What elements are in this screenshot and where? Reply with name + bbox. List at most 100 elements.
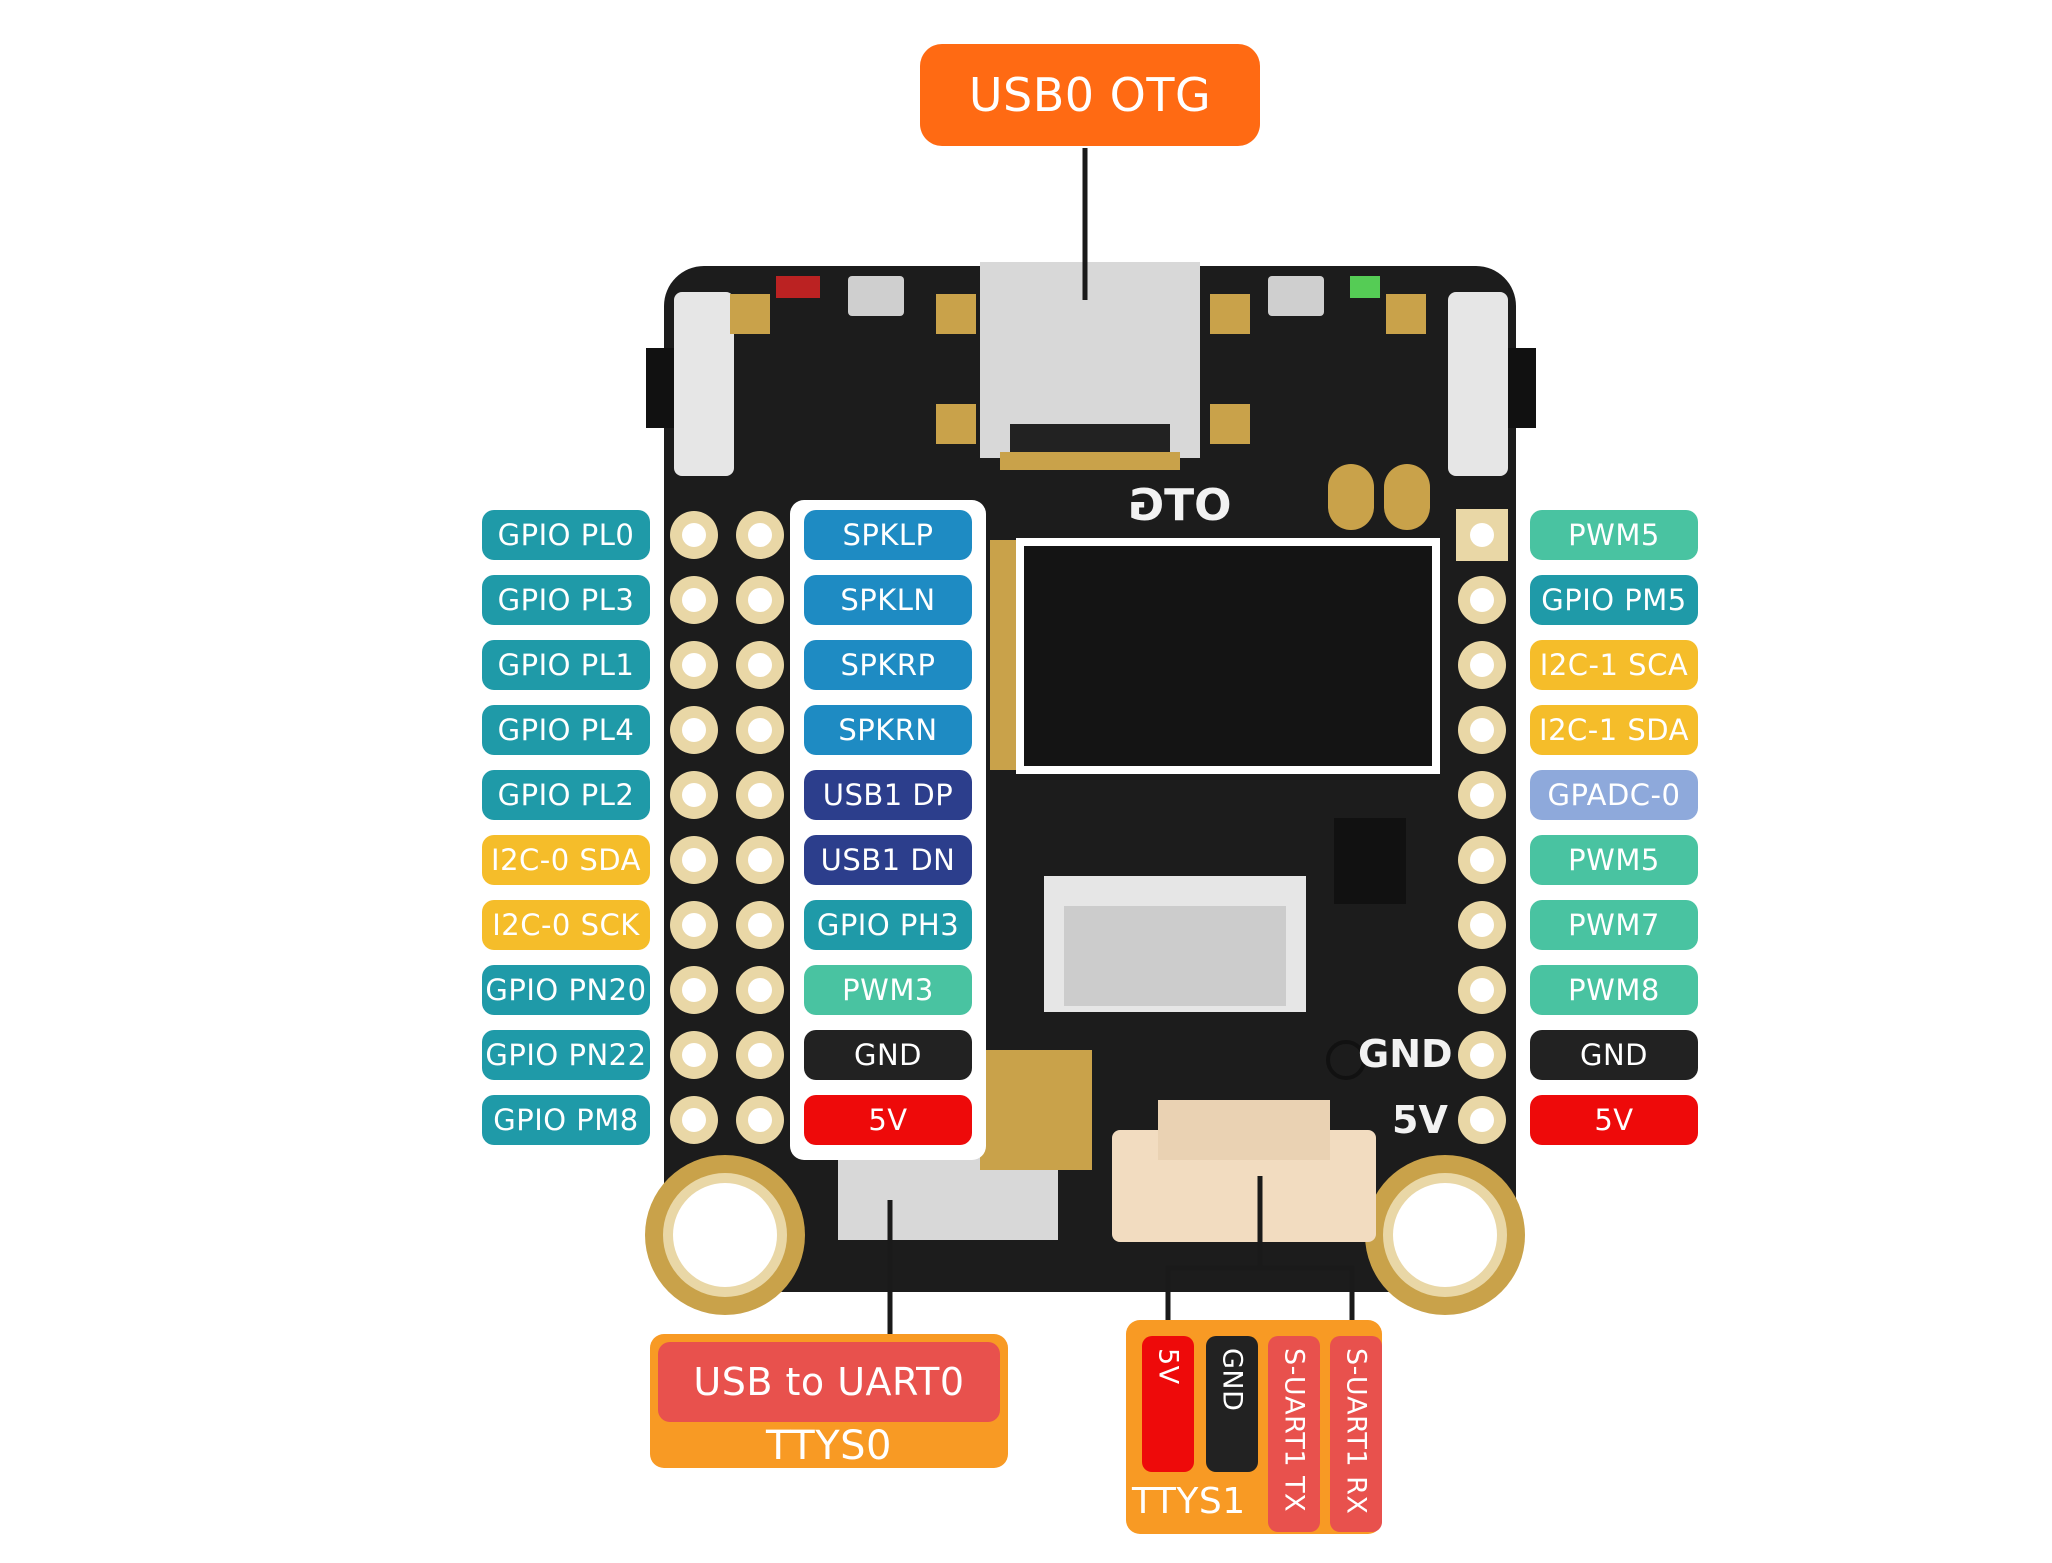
left_outer_labels-pin-label: I2C-0 SCK: [482, 900, 650, 950]
usb-c-top-opening: [1010, 424, 1170, 454]
ttys1-pin-3-label: S-UART1 TX: [1268, 1336, 1320, 1532]
callout-bracket-ttys1: [1165, 1265, 1355, 1322]
right_labels-pin-label: GND: [1530, 1030, 1698, 1080]
header-hole: [748, 978, 772, 1002]
right_labels-pin-label: PWM8: [1530, 965, 1698, 1015]
gold-strip: [990, 540, 1016, 770]
right_labels-pin-label: I2C-1 SDA: [1530, 705, 1698, 755]
oval-pad-1: [1328, 464, 1374, 530]
side-button-left: [674, 292, 734, 476]
gnd-marker-ring: [1326, 1040, 1366, 1080]
header-hole: [748, 848, 772, 872]
header-hole: [682, 783, 706, 807]
header-hole: [748, 523, 772, 547]
left_inner_labels-pin-label: SPKLN: [804, 575, 972, 625]
header-hole: [748, 588, 772, 612]
otg-silkscreen: OTG: [1128, 480, 1232, 531]
header-hole: [682, 1043, 706, 1067]
left_outer_labels-pin-label: GPIO PM8: [482, 1095, 650, 1145]
right_labels-pin-label: I2C-1 SCA: [1530, 640, 1698, 690]
mic-sensor-left: [848, 276, 904, 316]
header-hole: [682, 523, 706, 547]
gold-pad: [730, 294, 770, 334]
mic-sensor-right: [1268, 276, 1324, 316]
side-button-right: [1448, 292, 1508, 476]
header-hole: [1470, 1043, 1494, 1067]
header-hole: [748, 913, 772, 937]
right_labels-pin-label: 5V: [1530, 1095, 1698, 1145]
left_outer_labels-pin-label: GPIO PN20: [482, 965, 650, 1015]
header-hole: [1470, 1108, 1494, 1132]
led-green: [1350, 276, 1380, 298]
ttys1-pin-4-label: S-UART1 RX: [1330, 1336, 1382, 1532]
side-button-right-cap: [1508, 348, 1536, 428]
header-hole: [748, 1108, 772, 1132]
header-hole: [748, 1043, 772, 1067]
oval-pad-2: [1384, 464, 1430, 530]
ttys0-label: TTYS0: [766, 1423, 892, 1469]
led-red: [776, 276, 820, 298]
left_inner_labels-pin-label: USB1 DP: [804, 770, 972, 820]
gold-pad: [1210, 294, 1250, 334]
left_inner_labels-pin-label: USB1 DN: [804, 835, 972, 885]
mounting-hole: [673, 1183, 777, 1287]
header-hole: [1470, 848, 1494, 872]
fpc-connector-slot: [1064, 906, 1286, 1006]
gold-pad: [1386, 294, 1426, 334]
right_labels-pin-label: GPIO PM5: [1530, 575, 1698, 625]
gold-pad: [1210, 404, 1250, 444]
header-hole: [1470, 653, 1494, 677]
header-hole: [1470, 588, 1494, 612]
left_outer_labels-pin-label: GPIO PL0: [482, 510, 650, 560]
header-hole: [682, 978, 706, 1002]
left_outer_labels-pin-label: GPIO PL4: [482, 705, 650, 755]
left_inner_labels-pin-label: SPKRN: [804, 705, 972, 755]
right_labels-pin-label: PWM7: [1530, 900, 1698, 950]
header-hole: [682, 588, 706, 612]
header-hole: [748, 718, 772, 742]
left_outer_labels-pin-label: GPIO PL3: [482, 575, 650, 625]
header-hole: [1470, 523, 1494, 547]
right_labels-pin-label: GPADC-0: [1530, 770, 1698, 820]
left_outer_labels-pin-label: I2C-0 SDA: [482, 835, 650, 885]
left_inner_labels-pin-label: SPKLP: [804, 510, 972, 560]
jst-connector-top: [1158, 1100, 1330, 1160]
usb0-otg-label: USB0 OTG: [920, 44, 1260, 146]
header-hole: [748, 653, 772, 677]
ttys1-pin-2-label: GND: [1206, 1336, 1258, 1472]
gold-pad: [936, 404, 976, 444]
usb-c-top-pads: [1000, 452, 1180, 470]
right_labels-pin-label: PWM5: [1530, 510, 1698, 560]
header-hole: [682, 913, 706, 937]
header-hole: [682, 848, 706, 872]
ttys1-pin-1-label: 5V: [1142, 1336, 1194, 1472]
left_inner_labels-pin-label: GPIO PH3: [804, 900, 972, 950]
left_inner_labels-pin-label: PWM3: [804, 965, 972, 1015]
right_labels-pin-label: PWM5: [1530, 835, 1698, 885]
ic-chip: [1334, 818, 1406, 904]
header-hole: [1470, 783, 1494, 807]
header-hole: [1470, 978, 1494, 1002]
mounting-hole: [1393, 1183, 1497, 1287]
module: [1024, 546, 1432, 766]
header-hole: [748, 783, 772, 807]
5v-silkscreen: 5V: [1392, 1098, 1448, 1142]
side-button-left-cap: [646, 348, 674, 428]
left_inner_labels-pin-label: GND: [804, 1030, 972, 1080]
header-hole: [1470, 718, 1494, 742]
usb-to-uart0-label: USB to UART0: [658, 1342, 1000, 1422]
left_outer_labels-pin-label: GPIO PL1: [482, 640, 650, 690]
gold-pad: [936, 294, 976, 334]
header-hole: [682, 718, 706, 742]
left_inner_labels-pin-label: 5V: [804, 1095, 972, 1145]
ttys1-label: TTYS1: [1132, 1480, 1246, 1522]
header-hole: [1470, 913, 1494, 937]
gnd-silkscreen: GND: [1358, 1032, 1453, 1076]
left_outer_labels-pin-label: GPIO PL2: [482, 770, 650, 820]
left_inner_labels-pin-label: SPKRP: [804, 640, 972, 690]
header-hole: [682, 653, 706, 677]
left_outer_labels-pin-label: GPIO PN22: [482, 1030, 650, 1080]
header-hole: [682, 1108, 706, 1132]
